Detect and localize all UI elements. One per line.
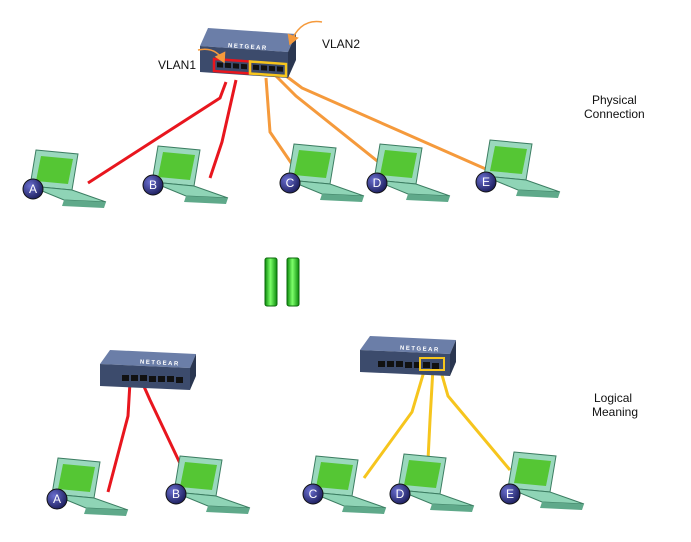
- badge: C: [279, 172, 301, 194]
- switch-brand-label: NETGEAR: [400, 345, 440, 353]
- badge: E: [475, 171, 497, 193]
- cable-e-logical: [438, 367, 512, 471]
- badge-label: A: [53, 492, 61, 506]
- badge: D: [366, 172, 388, 194]
- switch-brand-label: NETGEAR: [140, 359, 180, 367]
- physical-cables: [87, 74, 489, 185]
- vlan2-arrow-icon: [287, 20, 323, 46]
- equals-icon: [264, 257, 300, 307]
- laptop-icon: [309, 455, 387, 514]
- vlan1-arrow-icon: [197, 48, 226, 64]
- badge: A: [46, 488, 68, 510]
- cable-b-logical: [140, 381, 188, 477]
- badge: B: [142, 174, 164, 196]
- laptop-icon: [507, 451, 585, 510]
- physical-label-line1: Physical: [592, 93, 637, 107]
- badge-label: E: [506, 487, 514, 501]
- laptop-icon: [173, 455, 251, 514]
- badge: E: [499, 483, 521, 505]
- badge-label: A: [29, 182, 37, 196]
- badge-label: B: [172, 487, 180, 501]
- laptop-icon: [29, 149, 107, 208]
- cable-a-logical: [106, 381, 132, 493]
- vlan1-label: VLAN1: [158, 58, 196, 72]
- cable-a-vlan1: [87, 81, 228, 185]
- badge-label: D: [396, 487, 405, 501]
- logical-label-line1: Logical: [594, 391, 632, 405]
- badge-label: B: [149, 178, 157, 192]
- cable-d-logical: [426, 367, 435, 461]
- laptop-icon: [51, 457, 129, 516]
- badge-label: D: [373, 176, 382, 190]
- laptop-icon: [151, 145, 229, 204]
- cable-e-vlan2: [285, 74, 489, 172]
- laptop-icon: [373, 143, 451, 202]
- laptop-icon: [287, 143, 365, 202]
- switch-icon: NETGEAR: [200, 28, 296, 78]
- badge-label: C: [286, 176, 295, 190]
- cable-c-logical: [362, 367, 427, 479]
- vlan2-label: VLAN2: [322, 37, 360, 51]
- badge-label: E: [482, 175, 490, 189]
- badge: C: [302, 483, 324, 505]
- switch-icon: NETGEAR: [100, 350, 196, 390]
- logical-cables: [106, 367, 512, 493]
- badge: A: [22, 178, 44, 200]
- badge: D: [389, 483, 411, 505]
- laptop-icon: [483, 139, 561, 198]
- cable-c-vlan2: [264, 77, 298, 171]
- badge-label: C: [309, 487, 318, 501]
- switch-icon: NETGEAR: [360, 336, 456, 376]
- switch-brand-label: NETGEAR: [228, 43, 268, 52]
- logical-label-line2: Meaning: [592, 405, 638, 419]
- laptop-icon: [397, 453, 475, 512]
- badge: B: [165, 483, 187, 505]
- cable-d-vlan2: [274, 74, 387, 170]
- physical-label-line2: Connection: [584, 107, 645, 121]
- cable-b-vlan1: [208, 79, 238, 179]
